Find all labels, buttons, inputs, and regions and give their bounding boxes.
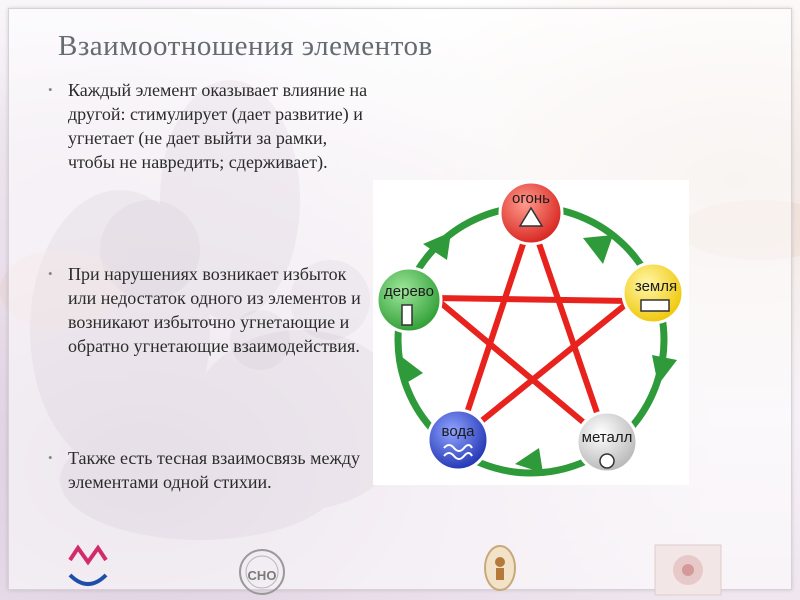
slide-title: Взаимоотношения элементов <box>58 30 433 62</box>
triangle-icon <box>518 206 544 227</box>
bullet-item: • Каждый элемент оказывает влияние на др… <box>48 78 368 174</box>
cycle-arrowheads <box>398 232 677 473</box>
control-line-water-fire <box>455 217 534 443</box>
cycle-arrow-fire-to-earth <box>583 235 613 264</box>
bullet-text: Каждый элемент оказывает влияние на друг… <box>68 80 368 172</box>
wave-icon <box>443 444 473 460</box>
control-line-wood-earth <box>432 295 633 304</box>
cycle-arrow-wood-to-fire <box>423 232 451 260</box>
five-elements-diagram: огонь земля металл вода дерево <box>373 180 689 485</box>
bullet-dot-icon: • <box>48 82 53 97</box>
sno-logo-text: СНО <box>248 568 277 583</box>
footer-logos: СНО <box>68 544 722 596</box>
bullet-dot-icon: • <box>48 450 53 465</box>
node-fire-label: огонь <box>512 190 550 207</box>
rectangle-icon <box>640 299 670 312</box>
node-wood: дерево <box>375 266 443 334</box>
node-metal-label: металл <box>582 429 633 446</box>
node-wood-label: дерево <box>384 283 434 300</box>
node-earth-label: земля <box>635 278 677 295</box>
control-line-metal-wood <box>432 295 610 445</box>
control-line-fire-metal <box>528 217 610 445</box>
circle-icon <box>599 453 615 469</box>
node-water-label: вода <box>442 423 476 440</box>
floral-emblem-icon <box>654 544 722 596</box>
node-earth: земля <box>621 261 685 325</box>
bullet-item: • Также есть тесная взаимосвязь между эл… <box>48 446 368 494</box>
bullet-text: При нарушениях возникает избыток или нед… <box>68 264 361 356</box>
vertical-bar-icon <box>401 304 413 326</box>
node-metal: металл <box>575 410 639 474</box>
bullet-item: • При нарушениях возникает избыток или н… <box>48 262 368 358</box>
node-fire: огонь <box>498 180 564 246</box>
cycle-arrow-metal-to-water <box>515 448 543 473</box>
sno-logo: СНО <box>239 549 285 595</box>
cycle-arrow-water-to-wood <box>398 354 423 385</box>
mortar-emblem-icon <box>484 545 516 591</box>
cycle-arrow-earth-to-metal <box>652 355 677 385</box>
university-logo <box>68 544 108 586</box>
node-water: вода <box>426 408 490 472</box>
control-line-earth-water <box>455 298 633 443</box>
bullet-text: Также есть тесная взаимосвязь между элем… <box>68 448 361 492</box>
controlling-star <box>432 217 633 445</box>
bullet-dot-icon: • <box>48 266 53 281</box>
